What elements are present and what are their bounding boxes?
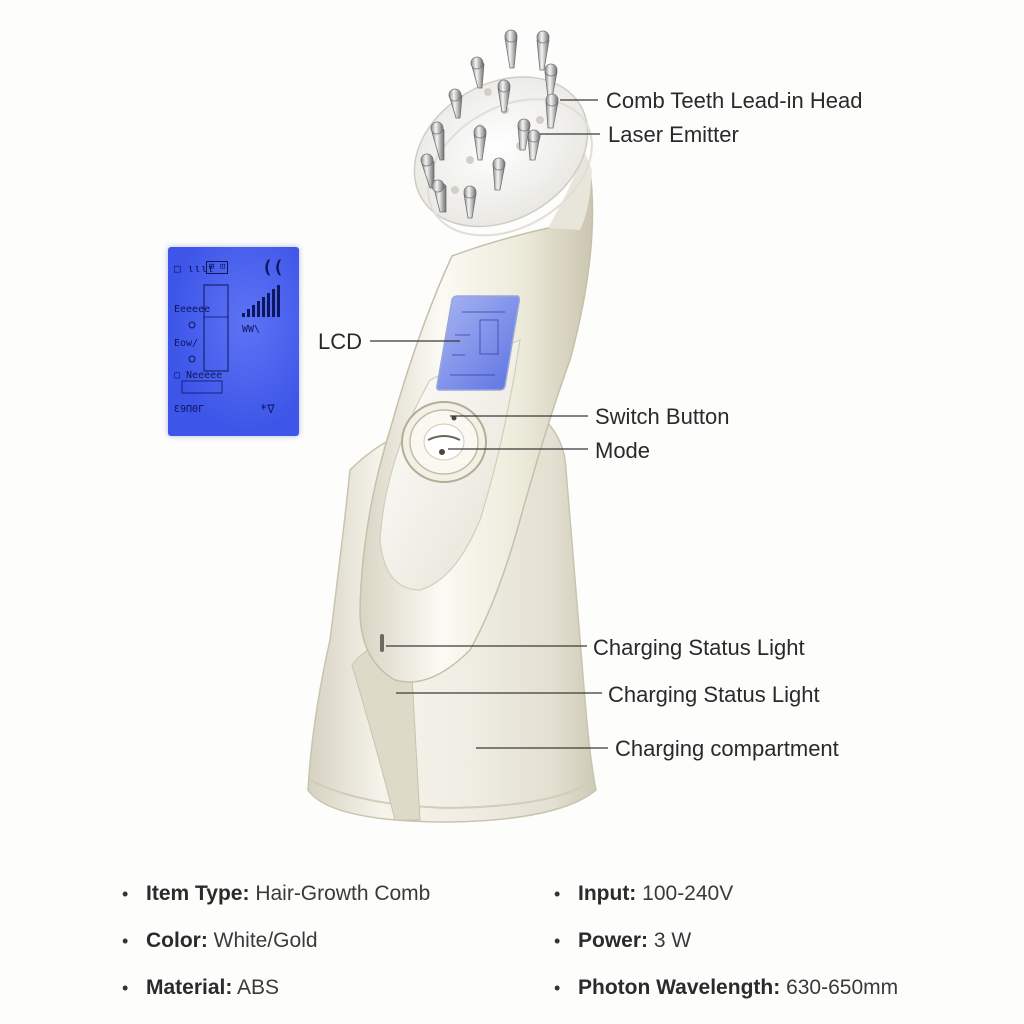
lcd-signal-text: WW\ — [242, 324, 261, 335]
callout-laser-emitter: Laser Emitter — [608, 122, 739, 147]
callout-mode: Mode — [595, 438, 651, 463]
callout-lcd: LCD — [318, 329, 363, 354]
callout-charging-light-1: Charging Status Light — [593, 635, 805, 660]
device-lcd — [436, 295, 521, 391]
callout-comb-teeth: Comb Teeth Lead-in Head — [606, 88, 863, 113]
lcd-line-5: Ɛ9ΠΘΓ — [174, 404, 205, 415]
lcd-line-1: □ ιιιι — [174, 262, 214, 275]
lcd-graphics — [181, 284, 280, 394]
spec-material: •Material: ABS — [122, 976, 280, 999]
spec-input: •Input: 100-240V — [554, 882, 734, 905]
device-neck — [548, 150, 592, 230]
control-ring — [401, 401, 487, 483]
spec-color: •Color: White/Gold — [122, 929, 318, 952]
comb-teeth — [420, 29, 559, 219]
callout-switch-button: Switch Button — [595, 404, 730, 429]
callout-charging-compartment: Charging compartment — [615, 736, 839, 761]
lcd-bottom-right: *∇ — [260, 402, 275, 416]
spec-power: •Power: 3 W — [554, 929, 692, 952]
lcd-line-4: ▢ Neeeee — [174, 370, 223, 381]
callout-charging-light-2: Charging Status Light — [608, 682, 820, 707]
lcd-line-3: Eow/ — [174, 338, 199, 349]
leader-lines — [370, 99, 608, 749]
status-light — [380, 634, 384, 652]
lcd-signal-bars — [242, 285, 280, 317]
lcd-zoom-panel: □ ιιιι ⊞ ⊡ (( Eeeeee Eow/ ▢ Neeeee Ɛ9ΠΘΓ… — [168, 247, 299, 436]
spec-item-type: •Item Type: Hair-Growth Comb — [122, 882, 431, 905]
lcd-power-icon: (( — [262, 257, 284, 278]
lcd-box-label: ⊞ ⊡ — [206, 261, 229, 274]
lcd-line-2: Eeeeee — [174, 304, 211, 315]
spec-photon-wavelength: •Photon Wavelength: 630-650mm — [554, 976, 899, 999]
